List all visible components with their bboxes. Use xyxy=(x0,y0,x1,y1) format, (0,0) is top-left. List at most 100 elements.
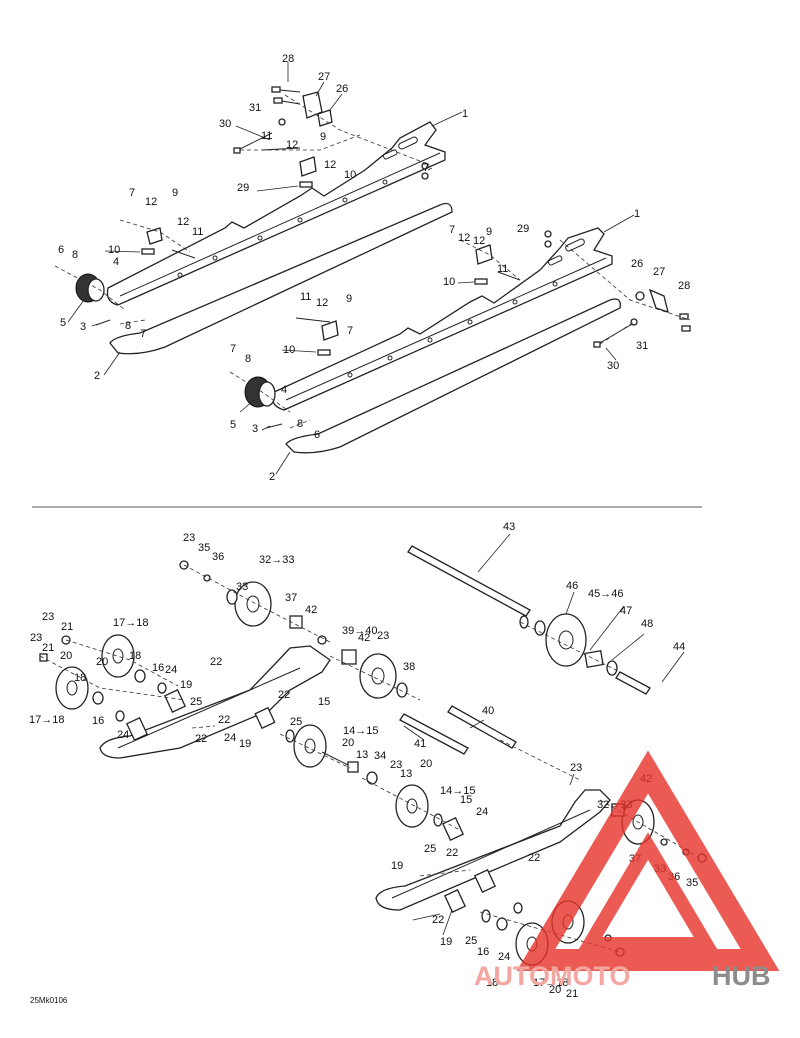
callout-top-48: 8 xyxy=(297,418,303,430)
callout-bottom-6: 42 xyxy=(305,604,317,616)
callout-bottom-57: 22 xyxy=(432,914,444,926)
callout-bottom-48: 13 xyxy=(400,768,412,780)
callout-bottom-24: 20 xyxy=(60,650,72,662)
callout-top-11: 29 xyxy=(237,182,249,194)
callout-top-15: 9 xyxy=(172,187,178,199)
callout-bottom-28: 24 xyxy=(117,729,129,741)
watermark-text-part1: AUTOMOTO xyxy=(474,961,631,991)
callout-bottom-59: 25 xyxy=(465,935,477,947)
callout-bottom-38: 20 xyxy=(342,737,354,749)
callout-bottom-52: 24 xyxy=(476,806,488,818)
callout-bottom-40: 23 xyxy=(377,630,389,642)
slider-block xyxy=(321,320,339,341)
slider-block xyxy=(299,156,317,177)
idler-wheel xyxy=(75,273,105,303)
callout-bottom-54: 22 xyxy=(446,847,458,859)
callout-bottom-51: 15 xyxy=(460,794,472,806)
slider-block xyxy=(146,227,163,245)
callout-bottom-4: 33 xyxy=(236,581,248,593)
callout-top-26: 2 xyxy=(94,370,100,382)
callout-bottom-53: 19 xyxy=(391,860,403,872)
callout-bottom-66: 23 xyxy=(570,762,582,774)
callout-bottom-9: 45→46 xyxy=(588,588,623,600)
callout-bottom-15: 17→18 xyxy=(113,617,148,629)
callout-bottom-61: 24 xyxy=(498,951,510,963)
callout-bottom-44: 40 xyxy=(482,705,494,717)
callout-top-6: 11 xyxy=(261,130,272,142)
callout-bottom-32: 22 xyxy=(278,689,290,701)
callout-bottom-21: 22 xyxy=(210,656,222,668)
callout-bottom-58: 19 xyxy=(440,936,452,948)
callout-bottom-16: 20 xyxy=(96,656,108,668)
callout-top-42: 10 xyxy=(283,344,295,356)
callout-bottom-11: 48 xyxy=(641,618,653,630)
suspension-arm xyxy=(99,645,331,759)
callout-top-13: 7 xyxy=(129,187,135,199)
callout-bottom-30: 22 xyxy=(195,733,207,745)
callout-top-28: 7 xyxy=(449,224,455,236)
callout-bottom-5: 37 xyxy=(285,592,297,604)
watermark: AUTOMOTO HUB xyxy=(474,750,780,991)
idler-wheel-large xyxy=(545,613,587,667)
idler-wheel xyxy=(101,634,135,678)
callout-top-29: 12 xyxy=(458,232,470,244)
callout-top-33: 11 xyxy=(497,263,508,275)
callout-top-38: 11 xyxy=(300,291,311,303)
callout-top-47: 3 xyxy=(252,423,258,435)
callout-bottom-10: 47 xyxy=(620,605,632,617)
idler-wheel xyxy=(234,581,272,627)
callout-top-22: 5 xyxy=(60,317,66,329)
callout-top-43: 7 xyxy=(230,343,236,355)
callout-top-27: 1 xyxy=(634,208,640,220)
callout-top-1: 27 xyxy=(318,71,330,83)
callout-bottom-55: 25 xyxy=(424,843,436,855)
callout-bottom-36: 15 xyxy=(318,696,330,708)
callout-bottom-65: 21 xyxy=(566,988,578,1000)
callout-bottom-49: 20 xyxy=(420,758,432,770)
watermark-logo-icon xyxy=(516,750,780,971)
callout-bottom-43: 38 xyxy=(403,661,415,673)
callout-leaders xyxy=(67,62,685,936)
slider-runner xyxy=(109,202,453,355)
slider-block xyxy=(475,244,493,265)
rail-assembly-right xyxy=(229,227,691,454)
watermark-text-part2: HUB xyxy=(712,961,771,991)
callout-top-37: 28 xyxy=(678,280,690,292)
callout-top-40: 12 xyxy=(316,297,328,309)
callout-bottom-17: 18 xyxy=(129,650,141,662)
callout-bottom-41: 39→40 xyxy=(342,625,377,637)
callout-bottom-0: 23 xyxy=(183,532,195,544)
idler-wheel xyxy=(244,376,276,408)
callout-top-52: 2 xyxy=(269,471,275,483)
rail-body xyxy=(106,121,446,306)
suspension-arm xyxy=(375,789,611,911)
callout-bottom-56: 22 xyxy=(528,852,540,864)
callout-bottom-46: 34 xyxy=(374,750,386,762)
callout-top-32: 12 xyxy=(473,235,485,247)
callout-bottom-8: 46 xyxy=(566,580,578,592)
callout-top-19: 6 xyxy=(58,244,64,256)
callout-bottom-29: 25 xyxy=(190,696,202,708)
callout-bottom-45: 41 xyxy=(414,738,426,750)
callout-top-12: 10 xyxy=(344,169,356,181)
callout-top-49: 6 xyxy=(314,429,320,441)
callout-bottom-64: 20 xyxy=(549,984,561,996)
callout-top-16: 12 xyxy=(177,216,189,228)
callout-top-10: 7 xyxy=(423,162,429,174)
rail-holes xyxy=(347,238,585,378)
idler-wheel xyxy=(293,724,327,768)
callout-top-25: 7 xyxy=(140,328,146,340)
rail-holes xyxy=(177,136,418,278)
callout-top-7: 12 xyxy=(286,139,298,151)
callout-bottom-22: 23 xyxy=(30,632,42,644)
callout-top-30: 9 xyxy=(486,226,492,238)
callout-bottom-23: 21 xyxy=(42,642,54,654)
callout-bottom-62: 18 xyxy=(486,977,498,989)
callout-bottom-20: 19 xyxy=(180,679,192,691)
callout-top-24: 8 xyxy=(125,320,131,332)
callout-bottom-14: 21 xyxy=(61,621,73,633)
callout-top-14: 12 xyxy=(145,196,157,208)
